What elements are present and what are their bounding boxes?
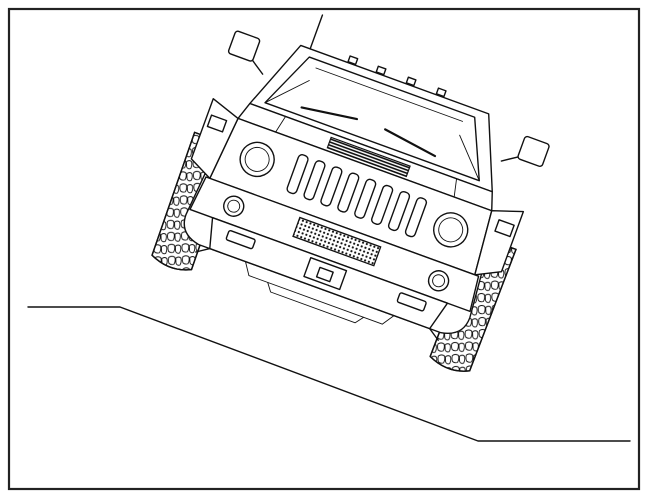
antenna [309, 14, 324, 50]
left-wiper [300, 106, 359, 121]
right-mirror [500, 135, 550, 168]
left-fog-light [223, 195, 245, 217]
left-mirror [227, 30, 264, 75]
right-marker-light [494, 219, 515, 238]
grille-slots [286, 154, 428, 238]
ground-slope [27, 306, 631, 442]
hitch-receiver [315, 266, 334, 283]
skid-plate [209, 216, 449, 330]
vehicle [151, 14, 550, 372]
left-tow-hook [225, 230, 256, 250]
roof-marker-lights [347, 55, 447, 98]
right-tow-hook [396, 292, 427, 312]
left-marker-light [206, 114, 228, 133]
right-wiper [384, 128, 437, 158]
right-fog-light [427, 270, 450, 292]
front-bumper [189, 176, 480, 313]
hood-vent [326, 136, 411, 178]
bumper-mesh-intake [292, 216, 382, 267]
frame-border [7, 7, 641, 491]
grille-panel [209, 117, 493, 276]
